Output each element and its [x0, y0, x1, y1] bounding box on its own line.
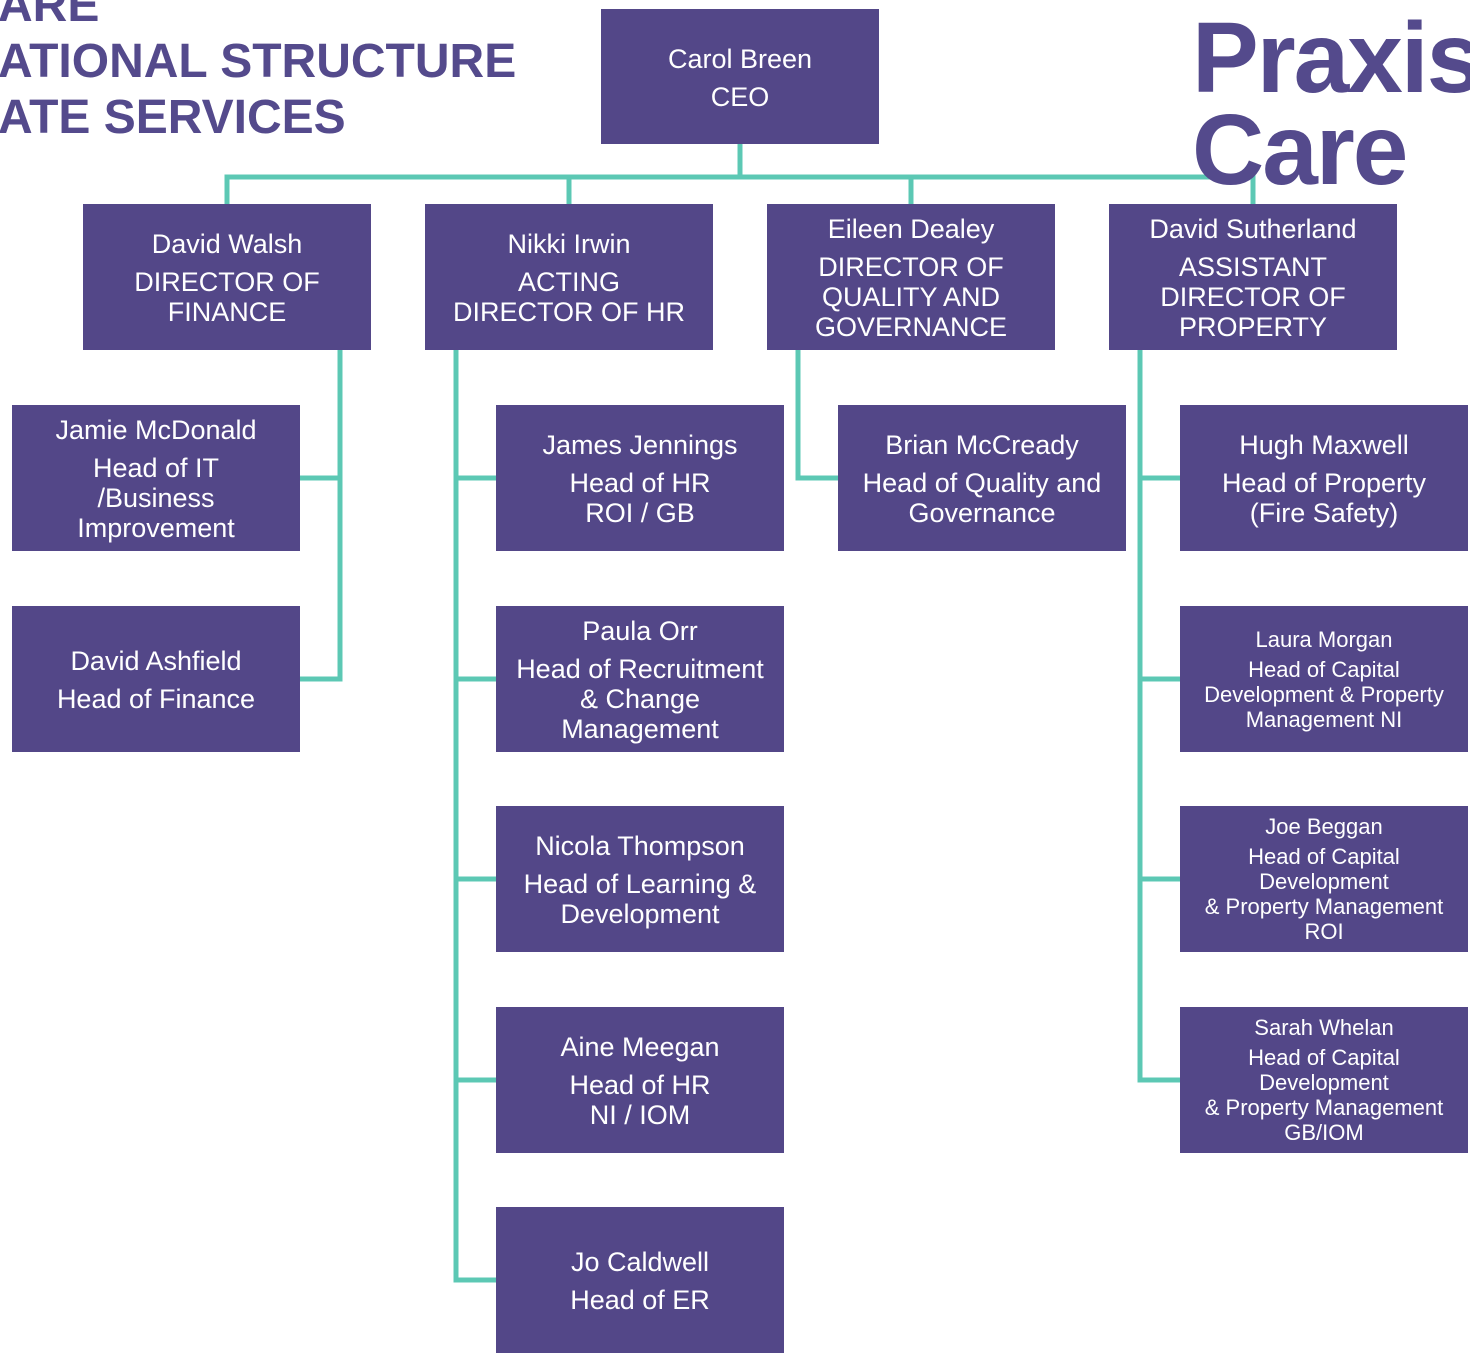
logo-line-2: Care [1192, 94, 1408, 206]
role-line: Head of Capital [1248, 1045, 1400, 1070]
person-role: Head of Learning &Development [524, 869, 757, 929]
role-line: /Business [97, 483, 215, 513]
chart-title: ARE ATIONAL STRUCTURE ATE SERVICES [0, 0, 516, 146]
role-line: Head of HR [569, 1070, 711, 1100]
role-line: Head of Quality and [862, 468, 1102, 498]
role-line: ASSISTANT [1178, 252, 1327, 282]
person-name: Nicola Thompson [535, 831, 745, 861]
person-name: David Walsh [151, 229, 303, 259]
person-name: Jamie McDonald [55, 415, 257, 445]
role-line: Head of HR [569, 468, 711, 498]
person-name: Eileen Dealey [827, 214, 995, 244]
person-name: James Jennings [542, 430, 738, 460]
role-line: DIRECTOR OF [1160, 282, 1346, 312]
role-line: DIRECTOR OF [134, 267, 320, 297]
role-line: DIRECTOR OF [818, 252, 1004, 282]
role-line: ACTING [517, 267, 620, 297]
title-line-3: ATE SERVICES [0, 91, 346, 144]
person-name: Paula Orr [582, 616, 698, 646]
role-line: Head of IT [92, 453, 220, 483]
role-line: Governance [908, 498, 1056, 528]
person-name: Laura Morgan [1255, 626, 1393, 652]
role-line: PROPERTY [1178, 312, 1328, 342]
title-line-2: ATIONAL STRUCTURE [0, 35, 517, 88]
person-name: David Sutherland [1149, 214, 1357, 244]
role-line: Head of Capital [1248, 656, 1400, 682]
role-line: Development [1259, 869, 1389, 894]
title-line-1: ARE [0, 0, 100, 32]
role-line: Head of Property [1221, 468, 1427, 498]
person-role: Head of Property(Fire Safety) [1222, 468, 1426, 528]
person-name: Aine Meegan [560, 1032, 720, 1062]
role-line: (Fire Safety) [1249, 498, 1399, 528]
role-line: CEO [710, 81, 770, 112]
person-name: Jo Caldwell [570, 1247, 710, 1277]
person-role: Head of ER [570, 1285, 710, 1315]
role-line: Head of ER [570, 1285, 710, 1315]
person-name: Hugh Maxwell [1239, 430, 1409, 460]
person-name: Nikki Irwin [507, 229, 631, 259]
person-role: CEO [711, 82, 770, 112]
role-line: NI / IOM [589, 1100, 691, 1130]
role-line: QUALITY AND [821, 282, 1001, 312]
role-line: Improvement [77, 513, 235, 543]
role-line: Management [561, 714, 719, 744]
person-name: Carol Breen [667, 43, 813, 74]
role-line: & Change [579, 684, 701, 714]
role-line: Head of Finance [56, 684, 256, 714]
role-line: & Property Management [1204, 894, 1444, 919]
role-line: & Property Management [1204, 1095, 1444, 1120]
person-name: David Ashfield [70, 646, 242, 676]
role-line: Development [1259, 1070, 1389, 1095]
person-name: Brian McCready [885, 430, 1079, 460]
role-line: Head of Recruitment [516, 654, 764, 684]
role-line: ROI [1304, 919, 1344, 944]
person-name: Sarah Whelan [1254, 1015, 1394, 1040]
role-line: ROI / GB [585, 498, 695, 528]
role-line: Management NI [1245, 706, 1403, 732]
role-line: Development [560, 899, 720, 929]
role-line: GB/IOM [1284, 1120, 1364, 1145]
role-line: Development & Property [1204, 681, 1444, 707]
person-name: Joe Beggan [1265, 814, 1383, 839]
logo-line-1: Praxis [1192, 2, 1470, 114]
role-line: GOVERNANCE [814, 312, 1008, 342]
praxis-care-logo: Praxis Care [1192, 2, 1470, 206]
role-line: Head of Capital [1248, 844, 1400, 869]
role-line: Head of Learning & [523, 869, 757, 899]
role-line: FINANCE [167, 297, 287, 327]
role-line: DIRECTOR OF HR [452, 297, 685, 327]
person-role: Head of Finance [57, 684, 255, 714]
